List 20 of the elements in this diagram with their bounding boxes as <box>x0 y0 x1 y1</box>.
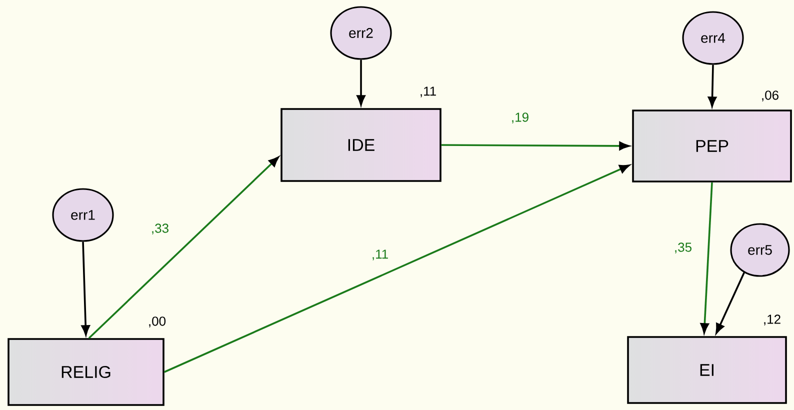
arrow <box>164 164 630 373</box>
value-label: ,06 <box>762 90 778 102</box>
arrow <box>356 60 366 106</box>
edge-label: ,19 <box>510 112 530 124</box>
arrow <box>716 272 745 334</box>
variable-box: EI <box>627 336 787 404</box>
value-label: ,00 <box>149 316 166 328</box>
arrow <box>708 64 717 107</box>
edge-label: ,11 <box>370 248 390 262</box>
arrow <box>441 142 630 150</box>
arrow <box>81 242 90 336</box>
edge-label: ,35 <box>672 242 694 254</box>
arrow <box>88 156 279 339</box>
edge-label: ,33 <box>150 222 170 236</box>
value-label: ,11 <box>420 86 436 98</box>
arrow <box>700 182 713 334</box>
variable-box: IDE <box>280 108 442 182</box>
variable-box: PEP <box>632 110 792 182</box>
variable-box: RELIG <box>8 338 164 406</box>
value-label: ,12 <box>764 314 780 326</box>
